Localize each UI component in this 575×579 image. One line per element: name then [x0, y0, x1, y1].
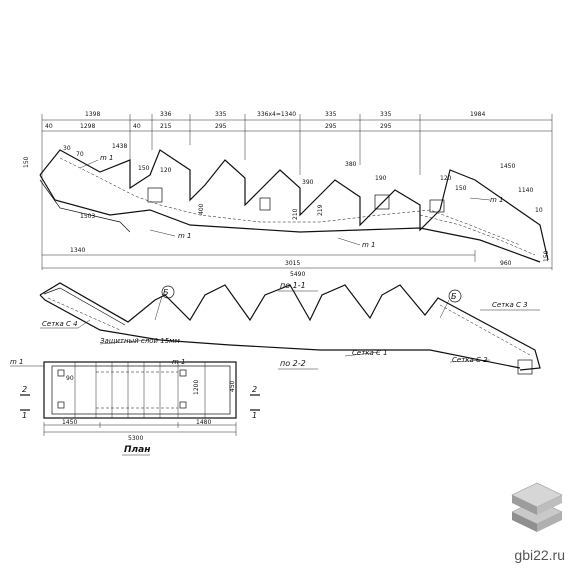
dim-1438: 1438 — [112, 143, 127, 150]
mesh-c2-label: Сетка С 2 — [452, 356, 488, 364]
dim-380: 380 — [345, 161, 357, 168]
dim-150-right: 150 — [543, 250, 550, 262]
dim-1503: 1503 — [80, 213, 95, 220]
dim-70: 70 — [76, 151, 84, 158]
callout-b-right: Б — [451, 292, 457, 301]
mark-m1-a: m 1 — [100, 154, 114, 162]
dim-120a: 120 — [160, 167, 172, 174]
plan-labels: m 1 m 1 1450 1480 5300 1200 450 90 2 1 2… — [10, 358, 257, 456]
section-1-1-dimensions: 1398 1298 40 336 215 335 295 40 336х4=13… — [23, 111, 550, 292]
plan-title: План — [124, 445, 150, 455]
section-2-2-label: по 2-2 — [280, 359, 306, 368]
dim-335c: 335 — [380, 111, 392, 118]
plan-dim-5300: 5300 — [128, 435, 143, 442]
dim-335a: 335 — [215, 111, 227, 118]
dim-5490: 5490 — [290, 271, 305, 278]
plan-view — [10, 361, 260, 436]
plan-dim-90: 90 — [66, 375, 74, 382]
mark-m1-c: m 1 — [490, 196, 504, 204]
dim-1298: 1298 — [80, 123, 95, 130]
dim-1984: 1984 — [470, 111, 485, 118]
dim-336a: 336 — [160, 111, 172, 118]
dim-1140: 1140 — [518, 187, 533, 194]
dim-215: 215 — [160, 123, 172, 130]
dim-120b: 120 — [440, 175, 452, 182]
mark-m1-b: m 1 — [178, 232, 192, 240]
site-watermark: gbi22.ru — [514, 547, 565, 563]
plan-section-mark-2-right: 2 — [252, 385, 257, 394]
section-1-1-label: по 1-1 — [280, 281, 306, 290]
plan-dim-1480: 1480 — [196, 419, 211, 426]
plan-section-mark-1-right: 1 — [252, 411, 257, 420]
dim-400: 400 — [198, 203, 205, 215]
dim-295b: 295 — [325, 123, 337, 130]
plan-dim-450: 450 — [229, 380, 236, 392]
plan-mark-m1-left: m 1 — [10, 358, 24, 366]
callout-b-left: Б — [163, 288, 169, 297]
callout-circle-left — [161, 285, 175, 299]
mesh-c1-label: Сетка С 1 — [352, 349, 388, 357]
dim-40a: 40 — [45, 123, 53, 130]
dim-150a: 150 — [138, 165, 150, 172]
plan-mark-m1-right: m 1 — [172, 358, 186, 366]
plan-section-mark-2-left: 2 — [22, 385, 27, 394]
plan-dim-1200: 1200 — [193, 380, 200, 395]
plan-dim-1450: 1450 — [62, 419, 77, 426]
callout-circle-right — [448, 289, 462, 303]
section-2-2-view — [39, 282, 541, 375]
dim-3015: 3015 — [285, 260, 300, 267]
dim-30: 30 — [63, 145, 71, 152]
dim-10: 10 — [535, 207, 543, 214]
mesh-c3-label: Сетка С 3 — [492, 301, 528, 309]
dim-960: 960 — [500, 260, 512, 267]
section-2-2-labels: Б Б Сетка С 4 Сетка С 3 Сетка С 1 Сетка … — [42, 288, 528, 370]
dim-150-left: 150 — [23, 156, 30, 168]
mark-m1-d: m 1 — [362, 241, 376, 249]
dim-1450: 1450 — [500, 163, 515, 170]
dim-210: 210 — [292, 208, 299, 220]
dim-295a: 295 — [215, 123, 227, 130]
dim-219: 219 — [317, 204, 324, 216]
plan-section-mark-1-left: 1 — [22, 411, 27, 420]
dim-1398: 1398 — [85, 111, 100, 118]
dim-390: 390 — [302, 179, 314, 186]
dim-1340: 1340 — [70, 247, 85, 254]
dim-335b: 335 — [325, 111, 337, 118]
cover-layer-label: Защитный слой 15мм — [100, 337, 180, 345]
dim-190: 190 — [375, 175, 387, 182]
dim-295c: 295 — [380, 123, 392, 130]
gbi-logo-icon — [511, 482, 563, 532]
dim-150b: 150 — [455, 185, 467, 192]
dim-336x4: 336х4=1340 — [257, 111, 296, 118]
section-1-1-view — [39, 114, 553, 270]
mesh-c4-label: Сетка С 4 — [42, 320, 78, 328]
dim-40b: 40 — [133, 123, 141, 130]
